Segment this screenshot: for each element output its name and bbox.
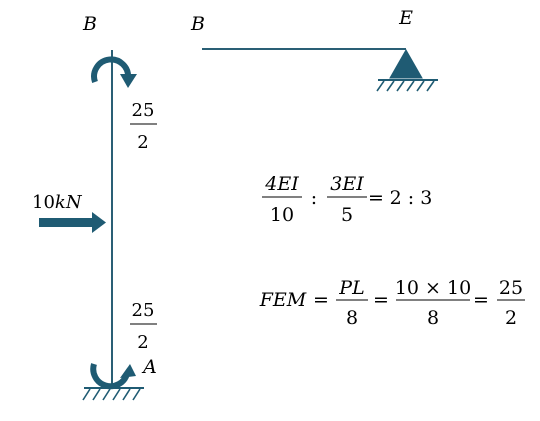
ratio-left-numerator: 4EI [264,173,299,195]
pin-support-e [376,48,438,92]
moment-top-fraction: 25 2 [130,100,157,153]
node-b-beam-label: B [190,13,205,35]
load-label: 10kN [32,192,83,213]
moment-arrow-top-icon [91,56,137,88]
fem-f2-denominator: 8 [427,307,439,329]
moment-bottom-fraction: 25 2 [130,300,157,353]
ratio-left-denominator: 10 [270,204,294,226]
fem-f3-denominator: 2 [505,307,517,329]
ratio-right-denominator: 5 [341,204,353,226]
load-magnitude: 10 [32,192,55,213]
ratio-right-numerator: 3EI [330,173,364,195]
moment-bottom-numerator: 25 [132,300,155,321]
fixed-support-a [82,387,144,401]
fem-f1-numerator: PL [338,277,364,299]
fem-equals-2: = [373,289,389,311]
moment-top-denominator: 2 [137,132,148,153]
node-b-column-label: B [82,13,97,35]
ratio-result: 2 : 3 [390,187,433,209]
moment-top-numerator: 25 [132,100,155,121]
ratio-equals: = [368,187,384,209]
moment-arrow-bottom-icon [90,363,136,390]
fem-equals-1: = [313,289,329,311]
fem-f2-numerator: 10 × 10 [395,277,471,299]
fem-f1-denominator: 8 [346,307,358,329]
node-e-label: E [398,7,413,29]
fem-equals-3: = [473,289,489,311]
stiffness-ratio-equation: 4EI 10 : 3EI 5 = 2 : 3 [262,173,432,226]
moment-bottom-denominator: 2 [137,332,148,353]
ratio-separator: : [311,187,317,209]
load-arrow-icon [39,212,106,233]
fem-f3-numerator: 25 [499,277,523,299]
fem-lhs: FEM [259,289,307,311]
node-a-label: A [141,356,157,378]
load-unit: kN [55,192,83,213]
fem-equation: FEM = PL 8 = 10 × 10 8 = 25 2 [259,277,525,329]
